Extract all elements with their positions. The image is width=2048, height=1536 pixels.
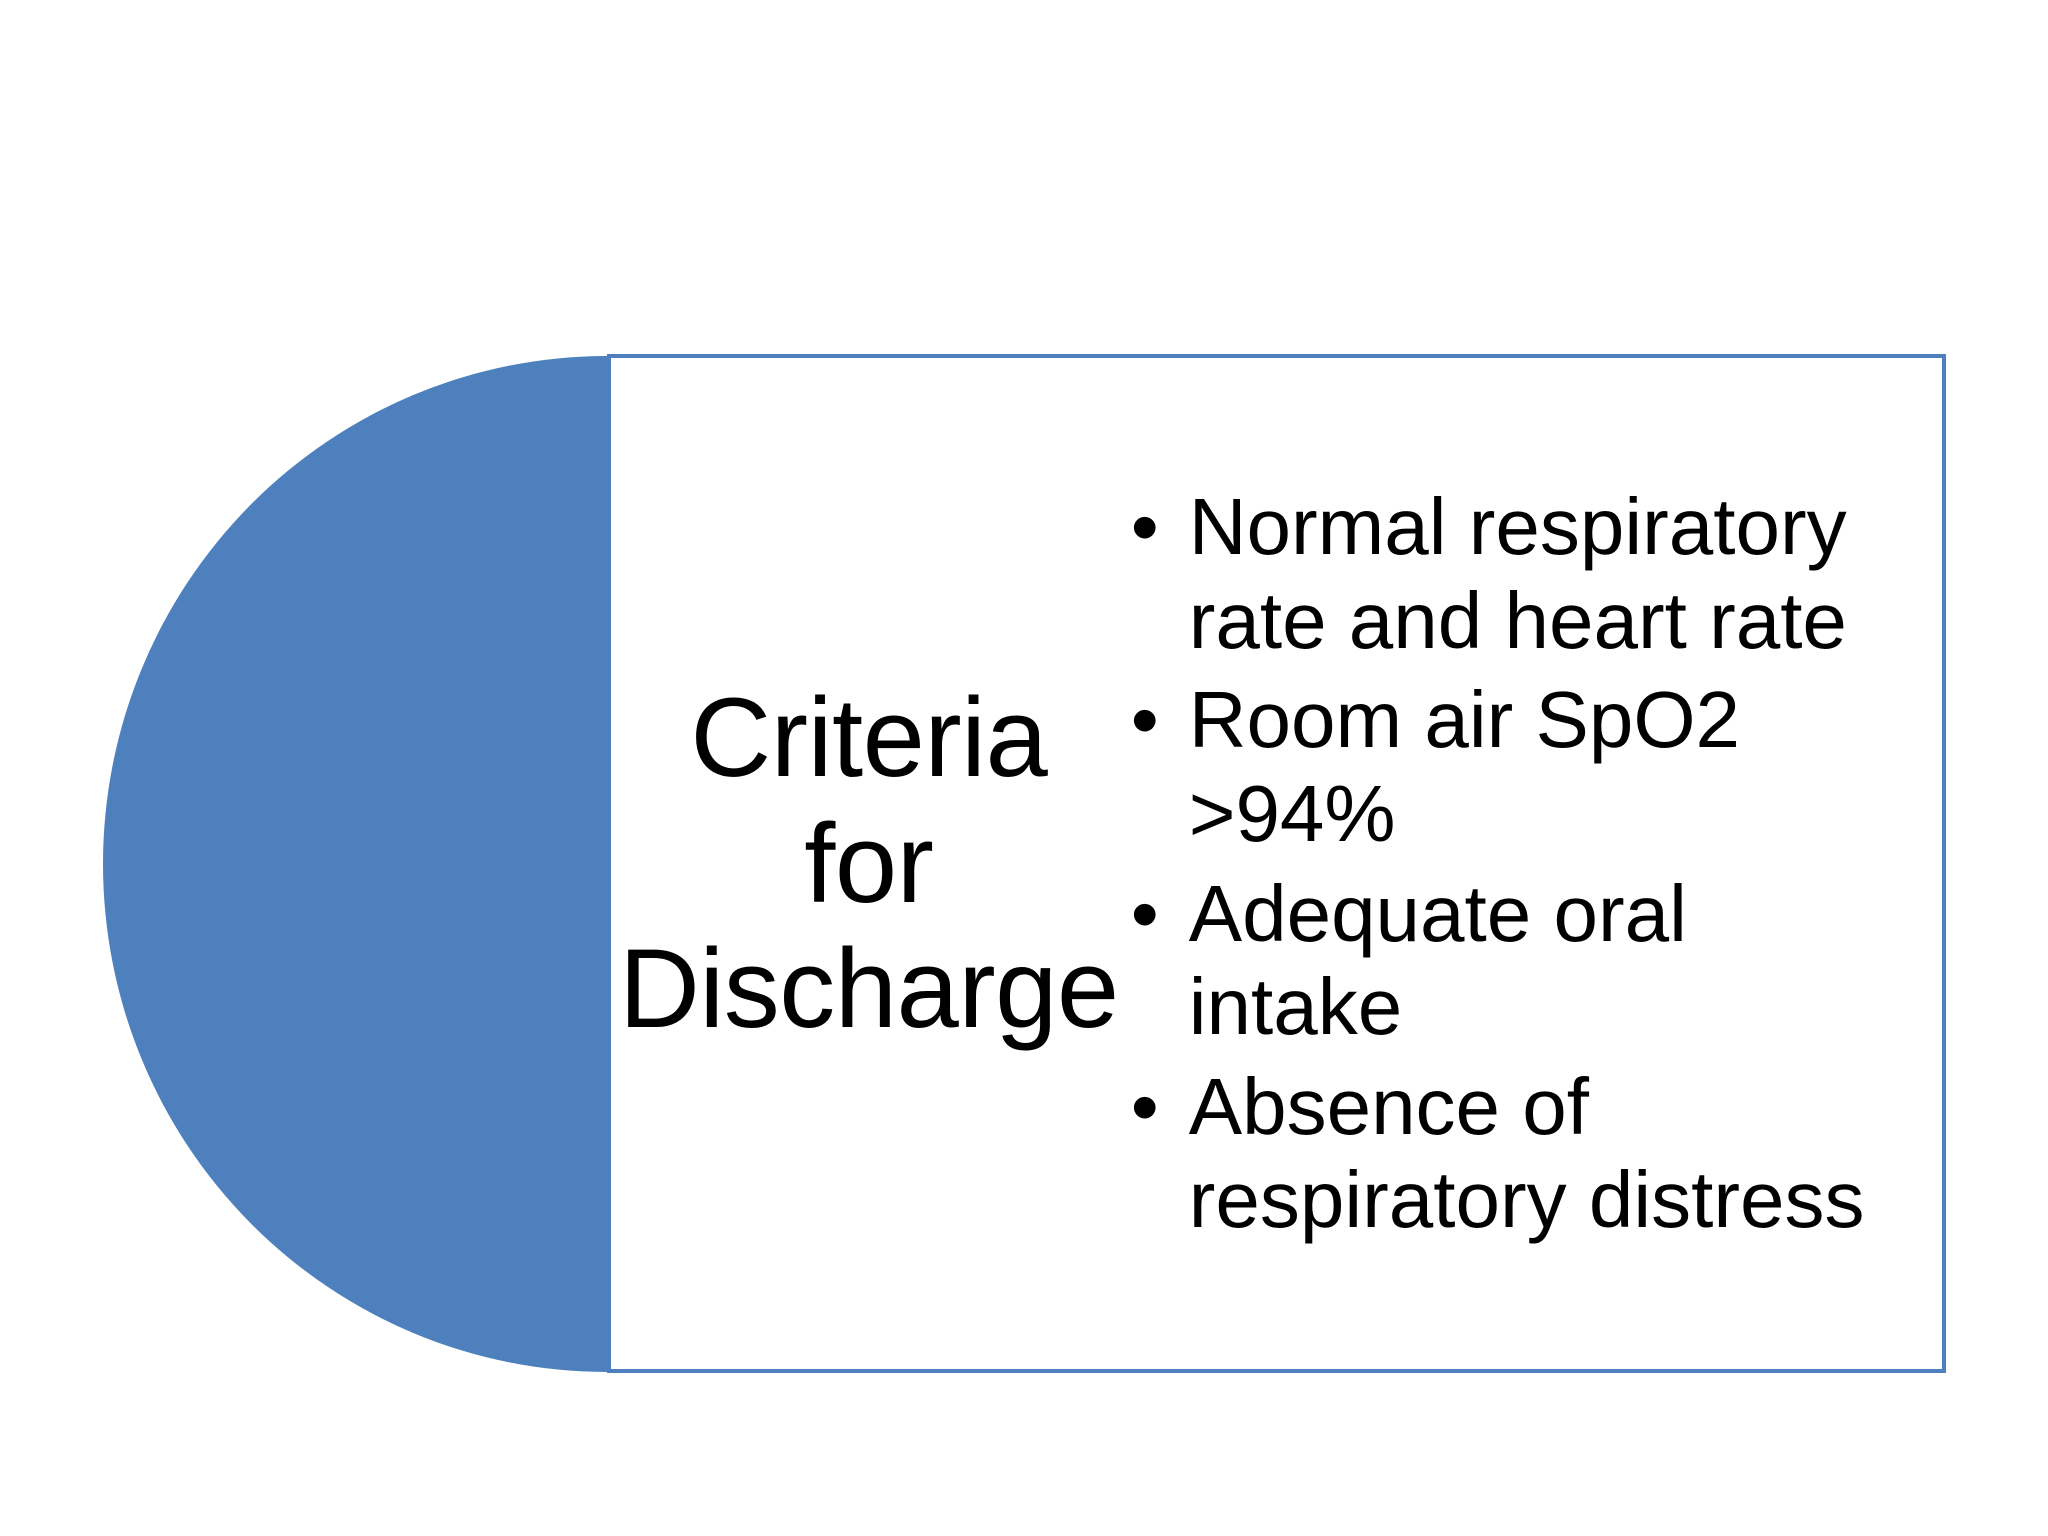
list-item-label: Normal respiratory rate and heart rate (1188, 482, 1847, 665)
list-item: • Room air SpO2 >94% (1127, 673, 1890, 860)
list-item: • Adequate oral intake (1127, 867, 1890, 1054)
bullet-dot-icon: • (1130, 868, 1159, 958)
list-item: • Normal respiratory rate and heart rate (1127, 480, 1890, 667)
content-card: Criteria for Discharge • Normal respirat… (607, 354, 1946, 1373)
criteria-bullet-list: • Normal respiratory rate and heart rate… (1127, 480, 1890, 1247)
bullet-dot-icon: • (1130, 482, 1159, 572)
heading-block: Criteria for Discharge (611, 358, 1127, 1369)
page-title: Criteria for Discharge (619, 675, 1119, 1052)
bullet-dot-icon: • (1130, 675, 1159, 765)
list-item-label: Room air SpO2 >94% (1188, 675, 1741, 858)
bullet-list-block: • Normal respiratory rate and heart rate… (1127, 358, 1942, 1369)
list-item-label: Absence of respiratory distress (1188, 1061, 1865, 1245)
bullet-dot-icon: • (1130, 1061, 1159, 1151)
list-item-label: Adequate oral intake (1188, 868, 1687, 1052)
list-item: • Absence of respiratory distress (1127, 1060, 1890, 1247)
